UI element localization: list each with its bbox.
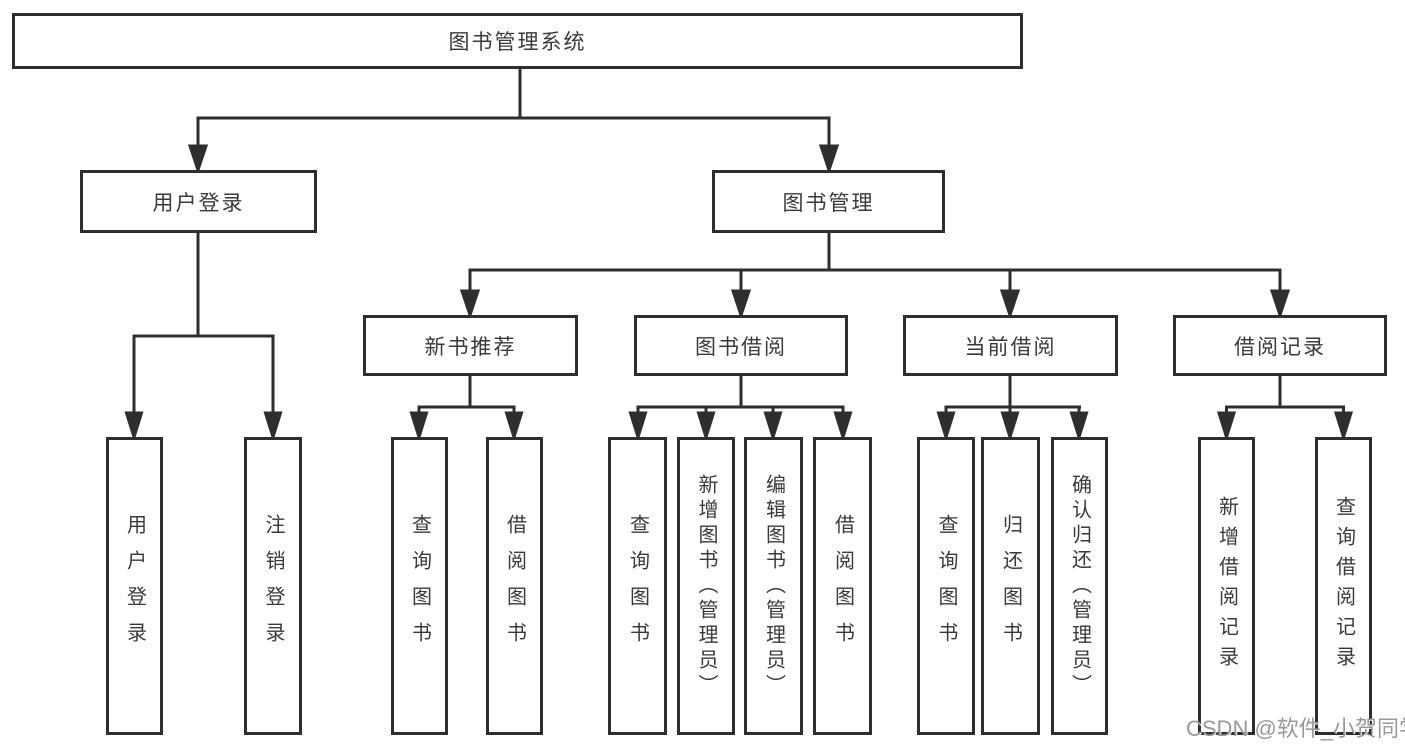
node-current-borrow-label: 当前借阅 — [964, 335, 1057, 359]
leaf-br-add-record-label: 新增借阅记录 — [1215, 496, 1238, 676]
node-user-login: 用户登录 — [80, 170, 317, 233]
node-root-label: 图书管理系统 — [448, 31, 587, 54]
leaf-bb-edit-books-admin-label: 编辑图书（管理员） — [762, 473, 785, 699]
leaf-bb-add-books-admin: 新增图书（管理员） — [677, 437, 735, 735]
connector-borrow-records — [1216, 376, 1354, 443]
leaf-logout: 注销登录 — [244, 437, 302, 735]
node-root: 图书管理系统 — [12, 13, 1023, 69]
leaf-bb-borrow-books-label: 借阅图书 — [831, 514, 854, 658]
connector-user-login — [124, 233, 283, 443]
node-book-mgmt-label: 图书管理 — [782, 191, 875, 215]
leaf-cb-query-books-label: 查询图书 — [935, 514, 957, 658]
leaf-bb-borrow-books: 借阅图书 — [813, 437, 872, 735]
leaf-br-add-record: 新增借阅记录 — [1198, 437, 1255, 735]
leaf-cb-return-books-label: 归还图书 — [999, 514, 1022, 658]
node-user-login-label: 用户登录 — [152, 191, 245, 215]
connector-current-borrow — [936, 376, 1089, 443]
node-borrow-records-label: 借阅记录 — [1234, 335, 1326, 359]
leaf-bb-query-books: 查询图书 — [608, 437, 667, 735]
leaf-logout-label: 注销登录 — [262, 514, 284, 658]
leaf-br-query-record-label: 查询借阅记录 — [1332, 496, 1355, 676]
leaf-br-query-record: 查询借阅记录 — [1315, 437, 1372, 735]
connector-new-book-rec — [409, 376, 524, 443]
leaf-rec-borrow-books-label: 借阅图书 — [503, 514, 526, 658]
leaf-rec-query-books: 查询图书 — [391, 437, 448, 735]
leaf-cb-confirm-return-admin: 确认归还（管理员） — [1051, 437, 1108, 735]
leaf-rec-query-books-label: 查询图书 — [408, 514, 431, 658]
connector-book-borrow — [628, 376, 853, 443]
leaf-rec-borrow-books: 借阅图书 — [486, 437, 543, 735]
leaf-cb-confirm-return-admin-label: 确认归还（管理员） — [1068, 473, 1091, 699]
leaf-bb-query-books-label: 查询图书 — [626, 514, 649, 658]
leaf-user-login-label: 用户登录 — [123, 514, 146, 658]
leaf-user-login: 用户登录 — [106, 437, 163, 735]
leaf-cb-query-books: 查询图书 — [917, 437, 975, 735]
node-new-book-rec: 新书推荐 — [363, 315, 578, 376]
connector-root — [187, 68, 840, 175]
node-borrow-records: 借阅记录 — [1173, 315, 1387, 376]
leaf-bb-add-books-admin-label: 新增图书（管理员） — [695, 473, 717, 699]
node-current-borrow: 当前借阅 — [903, 315, 1118, 376]
node-book-mgmt: 图书管理 — [712, 170, 945, 233]
node-book-borrow: 图书借阅 — [634, 315, 848, 376]
csdn-watermark: CSDN @软件_小贺同学 — [1186, 716, 1405, 741]
node-new-book-rec-label: 新书推荐 — [424, 335, 517, 359]
node-book-borrow-label: 图书借阅 — [695, 335, 787, 359]
leaf-bb-edit-books-admin: 编辑图书（管理员） — [744, 437, 803, 735]
connector-book-mgmt — [459, 233, 1291, 320]
leaf-cb-return-books: 归还图书 — [981, 437, 1040, 735]
